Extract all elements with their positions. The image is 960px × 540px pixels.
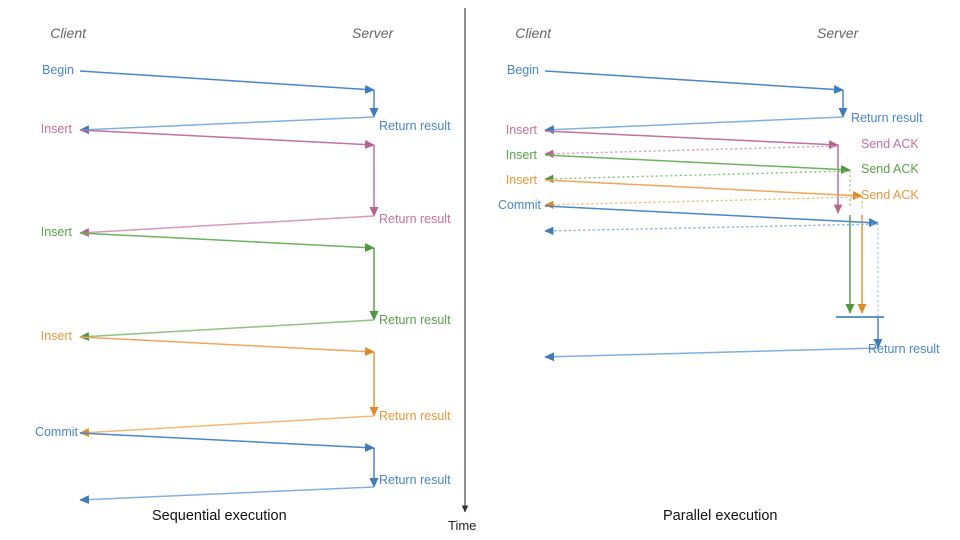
- right-send-ack-2: Send ACK: [861, 162, 919, 176]
- arrow-commit-request: [79, 432, 375, 453]
- arrow-insert2-return: [79, 319, 375, 341]
- left-msg-insert1-label: Insert: [40, 122, 72, 136]
- arrow-p-insert3-ack: [544, 196, 863, 209]
- left-return-result-2: Return result: [379, 212, 451, 226]
- arrow-p-insert1-request: [544, 130, 839, 150]
- arrow-insert3-return: [79, 415, 375, 437]
- right-msg-insert3-label: Insert: [505, 173, 537, 187]
- time-axis-label: Time: [448, 518, 477, 533]
- arrow-p-final-return: [544, 347, 879, 362]
- right-msg-begin-label: Begin: [507, 63, 539, 77]
- left-lifeline-client-label: Client: [50, 25, 86, 41]
- right-lifeline-server-label: Server: [817, 25, 859, 41]
- right-msg-commit-label: Commit: [497, 198, 541, 212]
- arrow-p-insert2-ack: [544, 170, 851, 183]
- right-lifeline-client-label: Client: [515, 25, 551, 41]
- arrow-insert1-return: [79, 215, 375, 237]
- right-msg-insert1-label: Insert: [505, 123, 537, 137]
- right-panel-arrows: [544, 70, 884, 362]
- left-lifeline-server-label: Server: [352, 25, 394, 41]
- arrow-begin-return: [79, 116, 375, 135]
- arrow-begin-request: [79, 70, 375, 94]
- left-panel-caption: Sequential execution: [152, 508, 287, 524]
- arrow-p-begin-request: [544, 70, 844, 94]
- arrow-insert1-request: [79, 129, 375, 150]
- arrow-p-commit-request: [544, 205, 879, 228]
- right-panel-caption: Parallel execution: [663, 508, 778, 524]
- right-return-result-1: Return result: [851, 111, 923, 125]
- arrow-p-begin-return: [544, 116, 844, 135]
- left-return-result-1: Return result: [379, 119, 451, 133]
- arrow-insert2-request: [79, 232, 375, 253]
- left-return-result-3: Return result: [379, 313, 451, 327]
- right-return-result-2: Return result: [868, 342, 940, 356]
- left-return-result-4: Return result: [379, 409, 451, 423]
- left-msg-insert2-label: Insert: [40, 225, 72, 239]
- arrow-p-insert2-request: [544, 154, 851, 175]
- left-return-result-5: Return result: [379, 473, 451, 487]
- left-msg-insert3-label: Insert: [40, 329, 72, 343]
- right-send-ack-3: Send ACK: [861, 188, 919, 202]
- arrow-insert3-request: [79, 336, 375, 357]
- arrow-commit-return: [79, 486, 375, 505]
- arrow-p-insert3-request: [544, 179, 863, 201]
- arrow-p-commit-ack: [544, 223, 879, 236]
- right-send-ack-1: Send ACK: [861, 137, 919, 151]
- left-msg-commit-label: Commit: [34, 425, 78, 439]
- right-msg-insert2-label: Insert: [505, 148, 537, 162]
- left-msg-begin-label: Begin: [42, 63, 74, 77]
- arrow-p-insert1-ack: [544, 145, 839, 158]
- left-panel-arrows: [79, 70, 379, 505]
